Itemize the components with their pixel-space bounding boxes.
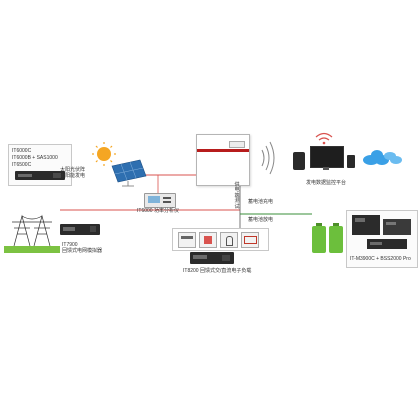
- load-appliance-icon-1: [178, 232, 196, 248]
- source-supplies-box: IT6000C IT6000B + SAS1000 IT6500C: [8, 144, 72, 186]
- battery-simulator-unit-2: [383, 219, 411, 235]
- inverter-cabinet-icon: [196, 134, 250, 186]
- load-appliance-icon-4: [241, 232, 259, 248]
- battery-discharge-label: 蓄电池放电: [248, 217, 274, 223]
- solar-label-2: 太阳能发电: [60, 173, 86, 179]
- source-line-1: IT6000C: [12, 148, 32, 154]
- load-appliance-icon-3: [220, 232, 238, 248]
- source-line-3: IT6500C: [12, 162, 32, 168]
- grid-simulator-icon: [60, 224, 100, 235]
- battery-simulator-box: IT-M3900C + BSS2000 Pro: [346, 210, 418, 268]
- load-appliance-icon-2: [199, 232, 217, 248]
- battery-charge-label: 蓄电池充电: [248, 199, 274, 205]
- phone-icon: [347, 155, 355, 168]
- power-analyzer-icon: [144, 193, 176, 208]
- power-analyzer-label: IT6000 功率分析仪: [137, 208, 179, 214]
- monitor-stand-icon: [323, 167, 329, 170]
- battery-simulator-unit-3: [367, 239, 407, 249]
- supply-test-label: 供电端测试: [234, 182, 240, 210]
- tablet-icon: [293, 152, 305, 170]
- load-box: [172, 228, 269, 251]
- battery-icon-1: [312, 223, 326, 253]
- solar-label-1: 太阳光伏阵: [60, 167, 86, 173]
- source-line-2: IT6000B + SAS1000: [12, 155, 58, 161]
- monitor-caption: 发电数据监控平台: [306, 180, 347, 186]
- grid-simulator-model: IT7900: [62, 242, 78, 248]
- load-caption: IT8200 回馈式交/直流电子负载: [183, 268, 252, 274]
- source-instrument-icon: [15, 171, 65, 180]
- battery-simulator-label: IT-M3900C + BSS2000 Pro: [350, 256, 411, 262]
- battery-icon-2: [329, 223, 343, 253]
- battery-simulator-unit-1: [352, 215, 380, 235]
- grid-simulator-desc: 回馈式电网模拟器: [62, 248, 103, 254]
- electronic-load-icon: [190, 252, 234, 264]
